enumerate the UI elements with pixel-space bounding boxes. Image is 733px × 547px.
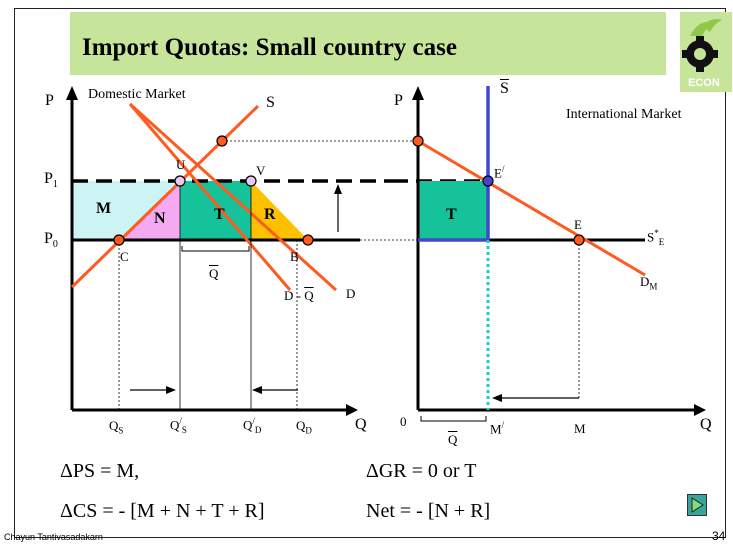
world-supply-label: S*E: [647, 228, 665, 247]
area-t-label: T: [214, 206, 225, 223]
area-r-label: R: [264, 206, 276, 223]
slide-title: Import Quotas: Small country case: [82, 34, 457, 61]
intl-q-axis-label: Q: [700, 416, 712, 433]
domestic-supply-curve: [70, 104, 260, 289]
m-label: M: [574, 421, 586, 436]
title-banner: [70, 12, 666, 75]
point-u: [174, 175, 186, 187]
m-prime-label: M/: [490, 420, 505, 437]
intl-quota-bracket: [420, 416, 487, 422]
delta-ps-equation: ΔPS = M,: [60, 460, 140, 482]
domestic-p-axis-label: P: [45, 92, 54, 109]
point-b: [302, 234, 314, 246]
intl-quota-label: Q: [448, 432, 458, 447]
domestic-quota-bracket: [181, 246, 250, 252]
domestic-x-arrow: [346, 404, 358, 416]
world-supply-point: [216, 135, 228, 147]
play-icon: [691, 497, 704, 513]
domestic-q-axis-label: Q: [355, 416, 367, 433]
demand-minus-quota-curve: [128, 103, 292, 291]
delta-cs-equation: ΔCS = - [M + N + T + R]: [60, 500, 265, 522]
logo-text: ECON: [688, 77, 720, 89]
next-slide-button[interactable]: [687, 494, 707, 516]
slide-footer: Chayun Tantivasadakarn: [4, 532, 103, 542]
area-m-label: M: [96, 200, 112, 217]
point-v-label: V: [256, 163, 266, 178]
point-v: [245, 175, 257, 187]
domestic-supply-label: S: [266, 94, 275, 111]
intl-market-label: International Market: [566, 107, 682, 122]
p0-label: P0: [44, 230, 58, 251]
point-e: [573, 234, 585, 246]
qd-prime-label: Q/D: [243, 416, 262, 435]
intl-origin-label: 0: [400, 414, 407, 429]
point-e-prime: [482, 175, 494, 187]
intl-area-t-label: T: [446, 206, 457, 223]
qs-label: QS: [109, 418, 124, 436]
p1-label: P1: [44, 170, 58, 191]
point-c: [113, 234, 125, 246]
point-u-label: U: [176, 157, 186, 172]
domestic-demand-label: D: [346, 286, 356, 301]
point-e-prime-label: E/: [494, 164, 505, 181]
point-e-label: E: [574, 217, 582, 232]
import-demand-curve: [417, 139, 646, 277]
qd-label: QD: [296, 418, 312, 436]
point-c-label: C: [120, 249, 129, 264]
qs-prime-label: Q/S: [170, 416, 187, 435]
intl-p-axis-label: P: [394, 92, 403, 109]
area-n-label: N: [154, 210, 166, 227]
page-number: 34: [712, 529, 726, 543]
domestic-market-label: Domestic Market: [88, 87, 186, 102]
quota-supply-label: S: [500, 80, 509, 97]
net-equation: Net = - [N + R]: [366, 500, 491, 522]
intl-demand-intercept-point: [412, 135, 424, 147]
import-demand-label: DM: [640, 274, 658, 292]
point-b-label: B: [290, 249, 299, 264]
delta-gr-equation: ΔGR = 0 or T: [366, 460, 477, 482]
econ-logo: ECON: [680, 12, 732, 92]
area-t-international: [418, 181, 488, 240]
slide-frame: [14, 8, 726, 538]
domestic-quota-label: Q: [209, 266, 219, 281]
domestic-y-arrow: [66, 86, 78, 100]
demand-minus-quota-label: D - Q: [284, 288, 314, 303]
domestic-demand-curve: [128, 102, 338, 292]
